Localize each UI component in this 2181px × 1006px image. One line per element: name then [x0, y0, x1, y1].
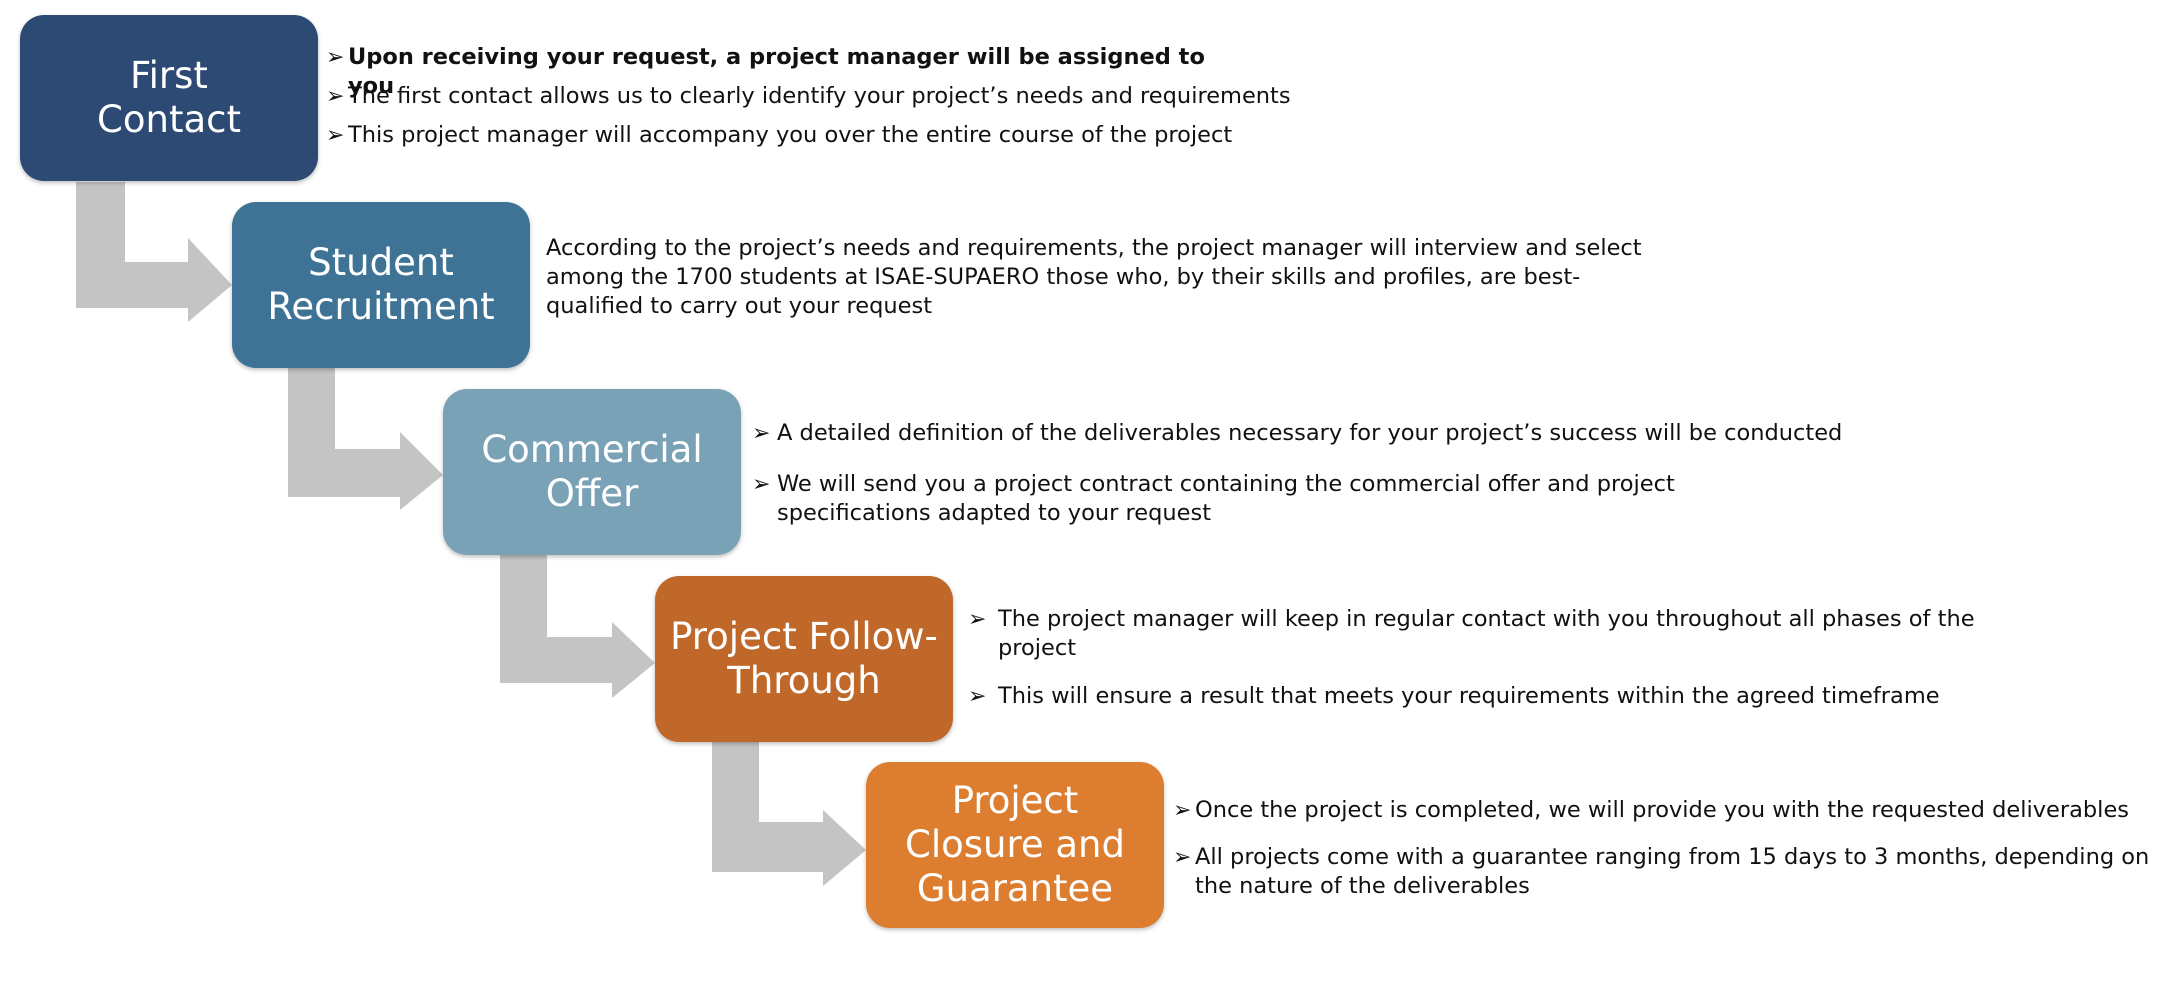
follow-through-bullet-1: ➢ The project manager will keep in regul… [968, 605, 1978, 663]
step-title: Student Recruitment [267, 241, 495, 328]
bullet-text: This project manager will accompany you … [348, 122, 1233, 148]
closure-bullet-1: ➢ Once the project is completed, we will… [1173, 796, 2173, 825]
arrow-bullet-icon: ➢ [1173, 798, 1192, 823]
commercial-offer-bullet-1: ➢ A detailed definition of the deliverab… [752, 419, 2132, 448]
connector-arrow-4-5 [712, 741, 866, 886]
arrow-bullet-icon: ➢ [1173, 845, 1192, 870]
arrow-bullet-icon: ➢ [752, 472, 771, 497]
bullet-text: All projects come with a guarantee rangi… [1195, 844, 2150, 899]
step-student-recruitment: Student Recruitment [232, 202, 530, 368]
bullet-text: This will ensure a result that meets you… [998, 683, 1940, 709]
step-title: Commercial Offer [481, 428, 703, 515]
connector-arrow-1-2 [76, 182, 232, 322]
step-title: Project Follow- Through [670, 615, 938, 702]
arrow-bullet-icon: ➢ [326, 123, 345, 148]
arrow-bullet-icon: ➢ [968, 607, 987, 632]
step-first-contact: First Contact [20, 15, 318, 181]
first-contact-bullet-1: ➢ Upon receiving your request, a project… [326, 43, 1226, 101]
student-recruitment-description: According to the project’s needs and req… [546, 235, 1642, 319]
connector-arrow-2-3 [288, 368, 443, 510]
step-title: First Contact [97, 54, 241, 141]
bullet-text: A detailed definition of the deliverable… [777, 420, 1843, 446]
commercial-offer-bullet-2: ➢ We will send you a project contract co… [752, 470, 1792, 528]
arrow-bullet-icon: ➢ [326, 84, 345, 109]
first-contact-bullet-3: ➢ This project manager will accompany yo… [326, 121, 1326, 150]
arrow-bullet-icon: ➢ [326, 45, 345, 70]
step-project-closure: Project Closure and Guarantee [866, 762, 1164, 928]
follow-through-bullet-2: ➢ This will ensure a result that meets y… [968, 682, 2068, 711]
bullet-text: Once the project is completed, we will p… [1195, 797, 2130, 823]
connector-arrow-3-4 [500, 555, 655, 698]
bullet-text: The first contact allows us to clearly i… [348, 83, 1291, 109]
step-title: Project Closure and Guarantee [904, 779, 1125, 910]
arrow-bullet-icon: ➢ [968, 684, 987, 709]
first-contact-bullet-2: ➢ The first contact allows us to clearly… [326, 82, 1326, 111]
bullet-text: We will send you a project contract cont… [777, 471, 1675, 526]
closure-bullet-2: ➢ All projects come with a guarantee ran… [1173, 843, 2173, 901]
bullet-text: The project manager will keep in regular… [998, 606, 1975, 661]
step-commercial-offer: Commercial Offer [443, 389, 741, 555]
arrow-bullet-icon: ➢ [752, 421, 771, 446]
bullet-text: Upon receiving your request, a project m… [348, 44, 1205, 99]
step-project-follow-through: Project Follow- Through [655, 576, 953, 742]
